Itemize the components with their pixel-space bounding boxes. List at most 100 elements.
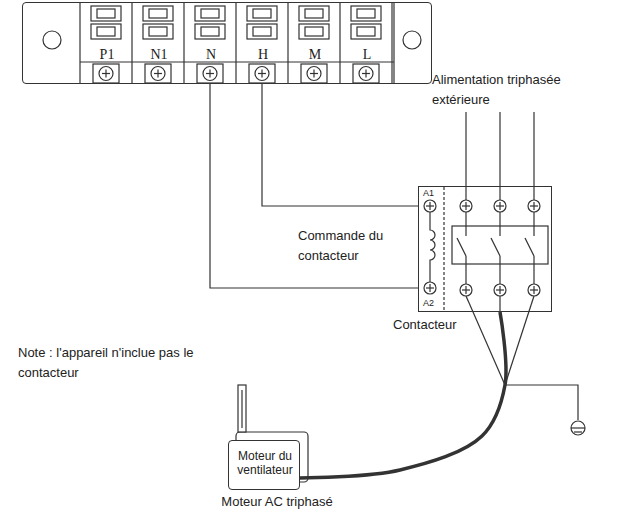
illustration-stroke xyxy=(491,238,500,256)
illustration-stroke xyxy=(197,64,223,83)
illustration-stroke xyxy=(143,6,173,21)
illustration-stroke xyxy=(351,24,381,39)
illustration-stroke xyxy=(149,9,167,18)
illustration-stroke xyxy=(460,284,472,296)
illustration-stroke xyxy=(97,27,115,36)
control-wire xyxy=(262,84,418,206)
illustration-stroke xyxy=(80,61,394,62)
illustration-stroke xyxy=(43,31,61,49)
illustration-stroke xyxy=(430,212,435,282)
illustration-stroke xyxy=(466,296,505,385)
terminal-name: N xyxy=(189,47,233,64)
illustration-stroke xyxy=(131,2,132,84)
illustration-stroke xyxy=(201,27,219,36)
wire-label: Commande du contacteur xyxy=(298,226,410,265)
illustration-stroke xyxy=(201,9,219,18)
terminal-name: M xyxy=(293,47,337,64)
illustration-stroke xyxy=(505,385,578,420)
node-heading: Contacteur xyxy=(393,317,457,333)
illustration-stroke xyxy=(253,9,271,18)
illustration-stroke xyxy=(499,202,500,210)
illustration-stroke xyxy=(339,2,340,84)
illustration-stroke xyxy=(494,284,506,296)
illustration-stroke xyxy=(287,2,288,84)
illustration-stroke xyxy=(253,27,271,36)
illustration-stroke xyxy=(241,390,242,428)
illustration-stroke xyxy=(465,256,466,284)
illustration-stroke xyxy=(365,70,366,78)
illustration-stroke xyxy=(79,2,80,84)
illustration-stroke xyxy=(183,2,184,84)
illustration-stroke xyxy=(105,70,106,78)
motor-caption: Moteur AC triphasé xyxy=(217,494,337,510)
illustration-stroke xyxy=(305,9,323,18)
motor-cable xyxy=(300,312,506,478)
illustration-stroke xyxy=(249,64,275,83)
illustration-stroke xyxy=(533,256,534,284)
illustration-stroke xyxy=(533,286,534,294)
note: Note : l'appareil n'inclue pas le contac… xyxy=(18,343,198,382)
illustration-stroke xyxy=(195,24,225,39)
terminal-name: N1 xyxy=(137,47,181,64)
contactor-box: A1A2Contacteur xyxy=(418,186,552,312)
illustration-stroke xyxy=(99,67,113,81)
terminal-block: P1N1NHML xyxy=(22,2,432,84)
illustration-stroke xyxy=(424,200,436,212)
illustration-stroke xyxy=(299,24,329,39)
illustration-stroke xyxy=(393,2,394,84)
illustration-stroke xyxy=(305,27,323,36)
illustration-stroke xyxy=(203,67,217,81)
illustration-stroke xyxy=(571,421,585,435)
illustration-stroke xyxy=(465,212,466,236)
illustration-stroke xyxy=(149,27,167,36)
coil-terminal: A2 xyxy=(423,298,434,309)
illustration-stroke xyxy=(299,6,329,21)
illustration-stroke xyxy=(247,24,277,39)
supply-label: Alimentation triphasée extérieure xyxy=(432,70,582,109)
illustration-stroke xyxy=(151,67,165,81)
illustration-stroke xyxy=(533,202,534,210)
illustration-stroke xyxy=(235,2,236,84)
illustration-stroke xyxy=(261,70,262,78)
illustration-stroke xyxy=(91,2,392,84)
illustration-stroke xyxy=(443,187,444,311)
illustration-stroke xyxy=(533,212,534,236)
illustration-stroke xyxy=(391,2,392,84)
illustration-stroke xyxy=(357,27,375,36)
illustration-stroke xyxy=(403,31,421,49)
illustration-stroke xyxy=(91,6,121,21)
illustration-stroke xyxy=(353,64,379,83)
illustration-stroke xyxy=(43,2,585,482)
illustration-stroke xyxy=(145,64,171,83)
illustration-stroke xyxy=(528,200,540,212)
illustration-stroke xyxy=(465,286,466,294)
illustration-stroke xyxy=(238,385,246,432)
illustration-stroke xyxy=(505,296,534,385)
illustration-stroke xyxy=(351,6,381,21)
illustration-stroke xyxy=(499,212,500,236)
illustration-stroke xyxy=(301,64,327,83)
illustration-stroke xyxy=(457,238,466,256)
illustration-stroke xyxy=(195,6,225,21)
illustration-stroke xyxy=(429,202,430,210)
illustration-stroke xyxy=(457,200,540,296)
coil-terminal: A1 xyxy=(423,188,434,199)
illustration-stroke xyxy=(525,238,534,256)
illustration-stroke xyxy=(571,427,585,428)
terminal-name: P1 xyxy=(85,47,129,64)
illustration-stroke xyxy=(357,9,375,18)
illustration-stroke xyxy=(255,67,269,81)
illustration-stroke xyxy=(209,70,210,78)
illustration-stroke xyxy=(93,64,119,83)
illustration-stroke xyxy=(574,431,582,432)
control-wire xyxy=(210,84,418,288)
terminal-name: L xyxy=(345,47,389,64)
illustration-stroke xyxy=(499,286,500,294)
illustration-stroke xyxy=(247,6,277,21)
illustration-stroke xyxy=(307,67,321,81)
illustration-stroke xyxy=(429,284,430,292)
illustration-stroke xyxy=(499,256,500,284)
illustration-stroke xyxy=(494,200,506,212)
illustration-stroke xyxy=(499,296,500,312)
illustration-stroke xyxy=(91,24,121,39)
